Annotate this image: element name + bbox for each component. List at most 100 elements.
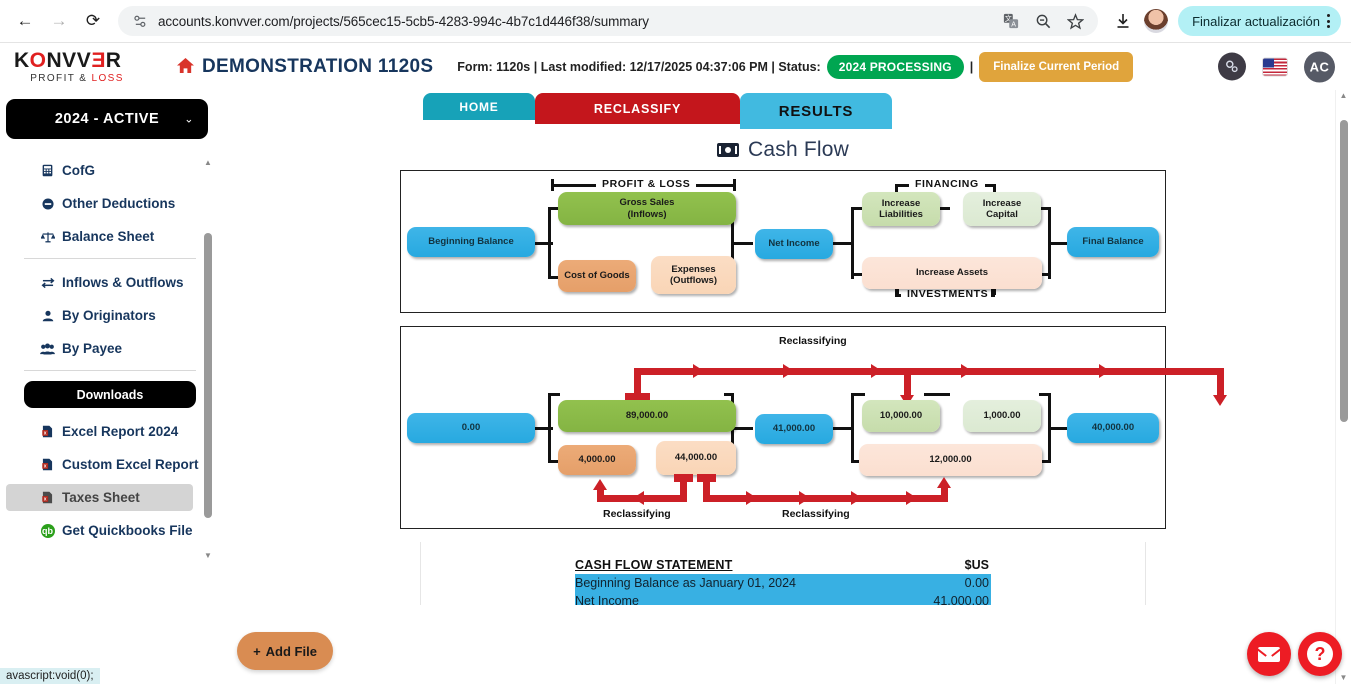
back-arrow-icon[interactable]: ← [16,11,34,30]
browser-toolbar: ← → ⟳ accounts.konvver.com/projects/565c… [0,0,1351,42]
panels: PROFIT & LOSS FINANCING INVESTMENTS [215,170,1351,605]
statement-row-value: 41,000.00 [933,594,989,605]
profile-avatar[interactable] [1144,9,1169,33]
page-scroll-thumb[interactable] [1340,120,1348,422]
logo-tagline-profit: PROFIT & [30,72,88,84]
cash-flow-statement-card: CASH FLOW STATEMENT $US Beginning Balanc… [420,542,1146,605]
sidebar-item-other-deductions[interactable]: Other Deductions [6,190,193,217]
node-increase-assets-value: 12,000.00 [859,444,1042,476]
sidebar-item-label: Other Deductions [62,196,176,211]
sidebar-item-label: CofG [62,163,95,178]
three-dot-menu-icon[interactable] [1324,14,1333,28]
sidebar-divider-1 [24,258,196,259]
scroll-up-icon[interactable]: ▲ [204,158,212,167]
user-avatar[interactable]: AC [1304,51,1335,82]
red-arrow-right [851,491,862,505]
konvver-logo: KONVVER PROFIT & LOSS [14,48,154,84]
logo-wordmark: KONVVER [14,48,154,72]
sidebar-item-excel-report-2024[interactable]: x Excel Report 2024 [6,418,193,445]
node-gross-sales-line1: Gross Sales [619,197,675,209]
sidebar-scrollbar[interactable]: ▲ ▼ [201,157,215,562]
table-row[interactable]: Beginning Balance as January 01, 2024 0.… [575,574,991,592]
logo-k: K [14,48,30,72]
tab-home[interactable]: HOME [423,93,535,120]
node-increase-capital-value: 1,000.00 [963,400,1041,432]
us-flag-icon[interactable] [1262,57,1288,76]
logo-r: R [105,48,122,72]
node-expenses: Expenses (Outflows) [651,256,736,294]
sidebar-scroll-track[interactable] [201,169,215,550]
year-selector[interactable]: 2024 - ACTIVE ⌄ [6,99,208,139]
star-icon[interactable] [1064,10,1086,32]
site-settings-icon[interactable] [130,11,150,31]
excel-file-icon: x [40,425,55,438]
settings-gear-icon[interactable] [1218,52,1246,81]
node-beginning-balance-value: 0.00 [407,413,535,443]
red-arrow-right [783,364,794,378]
people-group-icon [40,342,55,355]
sidebar-item-by-originators[interactable]: By Originators [6,302,193,329]
page-scrollbar[interactable]: ▲ ▼ [1335,90,1351,684]
sidebar-item-get-quickbooks-file[interactable]: qb Get Quickbooks File [6,517,193,544]
statement-title: CASH FLOW STATEMENT [575,558,733,572]
sidebar-item-inflows-outflows[interactable]: Inflows & Outflows [6,269,193,296]
home-icon[interactable] [176,57,195,77]
red-arrow-up [937,477,951,488]
scroll-up-icon[interactable]: ▲ [1339,91,1348,100]
node-net-income-value: 41,000.00 [755,414,833,444]
tab-bar: HOME RECLASSIFY RESULTS [215,90,1351,129]
node-increase-assets: Increase Assets [862,257,1042,289]
statement-row-value: 0.00 [964,576,989,590]
node-expenses-line1: Expenses [671,263,716,275]
node-gross-sales-value: 89,000.00 [558,400,736,432]
node-net-income: Net Income [755,229,833,259]
address-bar[interactable]: accounts.konvver.com/projects/565cec15-5… [118,6,1099,36]
add-file-button[interactable]: + Add File [237,632,333,670]
red-arrow-down [1213,395,1227,406]
sidebar-nav-scroll: CofG Other Deductions Balance Sheet [0,157,215,562]
update-button[interactable]: Finalizar actualización [1178,6,1341,36]
sidebar-item-custom-excel-report[interactable]: x Custom Excel Report [6,451,199,478]
statement-currency: $US [964,558,989,572]
sidebar-item-label: Custom Excel Report [62,457,199,472]
sidebar-item-label: Inflows & Outflows [62,275,184,290]
tab-reclassify[interactable]: RECLASSIFY [535,93,740,124]
sidebar-item-label: Balance Sheet [62,229,155,244]
zoom-out-icon[interactable] [1032,10,1054,32]
statement-row-label: Net Income [575,594,639,605]
red-arrow-right [906,491,917,505]
node-increase-capital: Increase Capital [963,192,1041,226]
sidebar-scroll-thumb[interactable] [204,233,212,518]
group-label-investments: INVESTMENTS [901,288,995,300]
sidebar-item-by-payee[interactable]: By Payee [6,335,193,362]
sidebar-item-taxes-sheet[interactable]: x Taxes Sheet [6,484,193,511]
red-arrow-right [693,364,704,378]
table-row[interactable]: Net Income 41,000.00 [575,592,991,605]
tab-results[interactable]: RESULTS [740,93,892,129]
sidebar-item-cofg[interactable]: CofG [6,157,193,184]
help-question-icon[interactable]: ? [1298,632,1342,676]
excel-file-icon: x [40,458,55,471]
svg-text:文: 文 [1005,14,1012,23]
forward-arrow-icon[interactable]: → [50,11,68,30]
finalize-current-period-button[interactable]: Finalize Current Period [979,51,1134,82]
reload-icon[interactable]: ⟳ [85,11,101,30]
red-arrow-left [633,491,644,505]
svg-text:x: x [44,431,47,437]
page-scroll-track[interactable] [1336,102,1351,672]
scroll-down-icon[interactable]: ▼ [204,551,212,560]
download-icon[interactable] [1112,10,1134,32]
reclassifying-label-bottom-right: Reclassifying [782,508,850,520]
node-expenses-value: 44,000.00 [656,441,736,475]
group-label-profit-loss: PROFIT & LOSS [596,178,697,190]
page-title: Cash Flow [215,138,1351,162]
mail-icon[interactable] [1247,632,1291,676]
sidebar-item-balance-sheet[interactable]: Balance Sheet [6,223,193,250]
calculator-icon [40,164,55,177]
project-title-text: DEMONSTRATION 1120S [202,55,434,77]
update-label: Finalizar actualización [1192,13,1320,29]
reclassifying-label-bottom-left: Reclassifying [603,508,671,520]
app-header: KONVVER PROFIT & LOSS DEMONSTRATION 1120… [0,42,1351,90]
scroll-down-icon[interactable]: ▼ [1339,673,1348,682]
